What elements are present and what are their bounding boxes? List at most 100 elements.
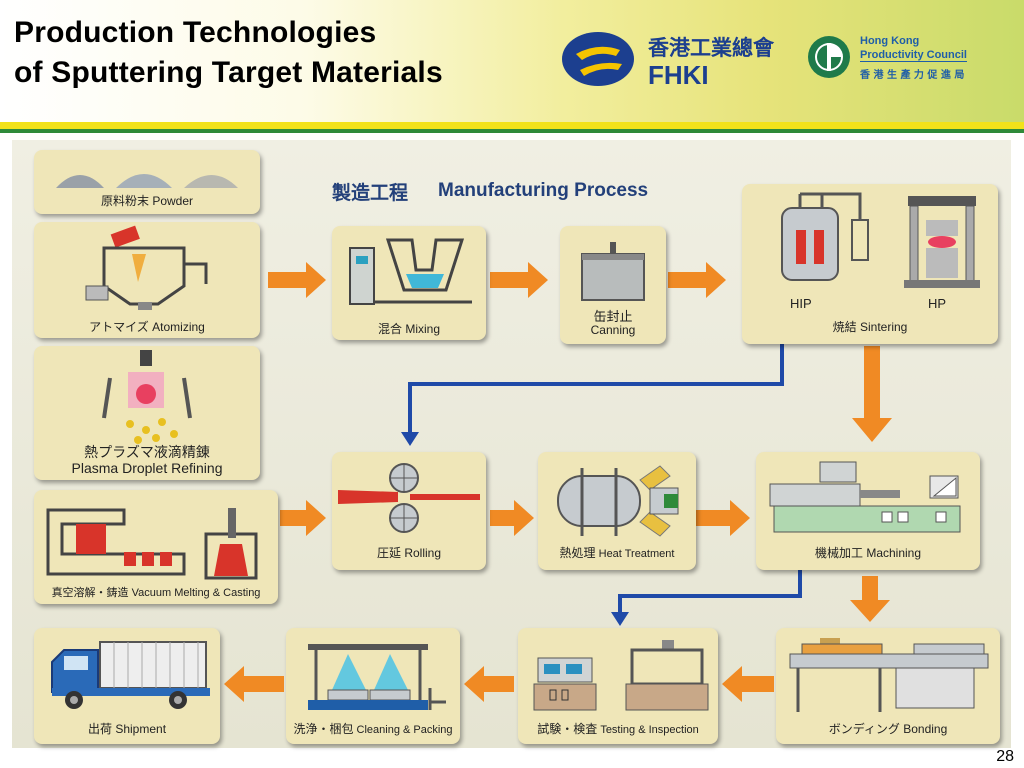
rolling-label: 圧延 Rolling [332,544,486,561]
hkpc-name-line-1: Hong Kong [860,35,920,47]
powder-label-en: Powder [152,194,194,208]
cleaning-label-jp: 洗浄・梱包 [293,722,354,736]
fhki-english-name: FHKI [648,60,709,90]
arrow-vacuum-to-rolling [280,500,326,536]
bonding-label-jp: ボンディング [828,722,900,736]
arrow-bonding-to-testing [722,666,774,702]
process-arrows [224,262,892,702]
vacuum-label-jp: 真空溶解・鋳造 [51,587,129,599]
arrow-heat-to-machining [696,500,750,536]
step-shipment: 出荷 Shipment [34,628,220,744]
manufacturing-process-diagram: 製造工程 Manufacturing Process [12,140,1011,748]
cleaning-label-en: Cleaning & Packing [356,724,453,736]
cleaning-station-icon [308,644,446,710]
machining-label-en: Machining [866,546,922,560]
mixer-icon [349,238,472,305]
heat-label-en: Heat Treatment [598,548,675,560]
testing-label-en: Testing & Inspection [600,724,699,736]
shipment-label: 出荷 Shipment [34,720,220,737]
sintering-label: 焼結 Sintering [742,318,998,335]
arrow-blue-machining-to-testing [618,570,802,616]
powder-label-jp: 原料粉末 [100,194,149,208]
rolling-label-jp: 圧延 [376,546,401,560]
slide-header: Production Technologies of Sputtering Ta… [0,0,1024,122]
step-machining: 機械加工 Machining [756,452,980,570]
step-sintering: HIP HP 焼結 Sintering [742,184,998,344]
bonding-label-en: Bonding [903,722,948,736]
machining-label-jp: 機械加工 [814,546,863,560]
hkpc-emblem-icon [808,36,850,78]
mixing-label: 混合 Mixing [332,320,486,337]
step-canning: 缶封止 Canning [560,226,666,344]
bonding-label: ボンディング Bonding [776,720,1000,737]
machining-label: 機械加工 Machining [756,544,980,561]
heat-label-jp: 熱処理 [559,546,596,560]
cleaning-label: 洗浄・梱包 Cleaning & Packing [286,720,460,737]
rolling-label-en: Rolling [404,546,442,560]
vacuum-furnace-icon [46,508,258,580]
slide-title-line-1: Production Technologies [14,16,377,49]
canning-label-en: Canning [590,323,636,337]
step-mixing: 混合 Mixing [332,226,486,340]
testing-label-jp: 試験・検査 [537,722,598,736]
step-bonding: ボンディング Bonding [776,628,1000,744]
plasma-torch-icon [102,350,192,444]
bonding-table-icon [789,638,989,712]
arrow-sintering-to-machining [852,346,892,442]
atomizer-icon [85,225,208,310]
mixing-label-jp: 混合 [377,322,402,336]
hkpc-chinese-name: 香 港 生 產 力 促 進 局 [860,70,965,81]
vacuum-label: 真空溶解・鋳造 Vacuum Melting & Casting [34,584,278,600]
step-rolling: 圧延 Rolling [332,452,486,570]
header-stripe-yellow [0,122,1024,129]
shipment-label-en: Shipment [115,722,167,736]
testing-label: 試験・検査 Testing & Inspection [518,720,718,737]
heat-label: 熱処理 Heat Treatment [538,544,696,561]
can-icon [581,242,645,301]
hkpc-logo: Hong Kong Productivity Council 香 港 生 產 力… [806,34,1016,84]
arrow-canning-to-sintering [668,262,726,298]
step-testing: 試験・検査 Testing & Inspection [518,628,718,744]
arrow-rolling-to-heat [490,500,534,536]
rolling-mill-icon [338,463,480,533]
plasma-label-en: Plasma Droplet Refining [71,460,223,476]
atomizing-label-jp: アトマイズ [89,320,149,334]
lathe-icon [769,461,961,533]
fhki-chinese-name: 香港工業總會 [648,36,774,60]
step-plasma-refining: 熱プラズマ液滴精錬 Plasma Droplet Refining [34,346,260,480]
step-powder: 原料粉末 Powder [34,150,260,214]
arrow-machining-to-bonding [850,576,890,622]
header-stripe-green [0,129,1024,133]
vacuum-label-en: Vacuum Melting & Casting [131,587,261,599]
powder-label: 原料粉末 Powder [34,192,260,209]
arrow-blue-sintering-to-rolling [408,344,784,436]
sintering-hp-label: HP [928,296,947,311]
hkpc-name-line-2: Productivity Council [860,49,967,62]
sintering-hip-label: HIP [790,296,812,311]
slide-title-line-2: of Sputtering Target Materials [14,56,443,89]
sintering-label-en: Sintering [859,320,908,334]
plasma-label-jp: 熱プラズマ液滴精錬 [84,444,210,460]
arrow-testing-to-cleaning [464,666,514,702]
diagram-heading-en: Manufacturing Process [438,180,649,201]
fhki-emblem-icon [562,32,634,86]
sintering-press-icon [781,192,980,288]
mixing-label-en: Mixing [405,322,441,336]
atomizing-label-en: Atomizing [152,320,205,334]
heat-furnace-icon [557,465,679,537]
fhki-logo: 香港工業總會 FHKI [560,30,790,90]
step-atomizing: アトマイズ Atomizing [34,222,260,338]
inspection-station-icon [533,640,709,711]
page-number: 28 [996,748,1014,765]
step-heat-treatment: 熱処理 Heat Treatment [538,452,696,570]
atomizing-label: アトマイズ Atomizing [34,318,260,335]
arrow-mixing-to-canning [490,262,548,298]
shipment-label-jp: 出荷 [87,722,112,736]
powder-piles-icon [56,174,238,188]
canning-label-jp: 缶封止 [593,309,633,324]
arrow-atomizing-to-mixing [268,262,326,298]
arrow-cleaning-to-shipment [224,666,284,702]
truck-icon [51,641,210,709]
sintering-label-jp: 焼結 [832,320,857,334]
diagram-heading-jp: 製造工程 [332,182,409,204]
